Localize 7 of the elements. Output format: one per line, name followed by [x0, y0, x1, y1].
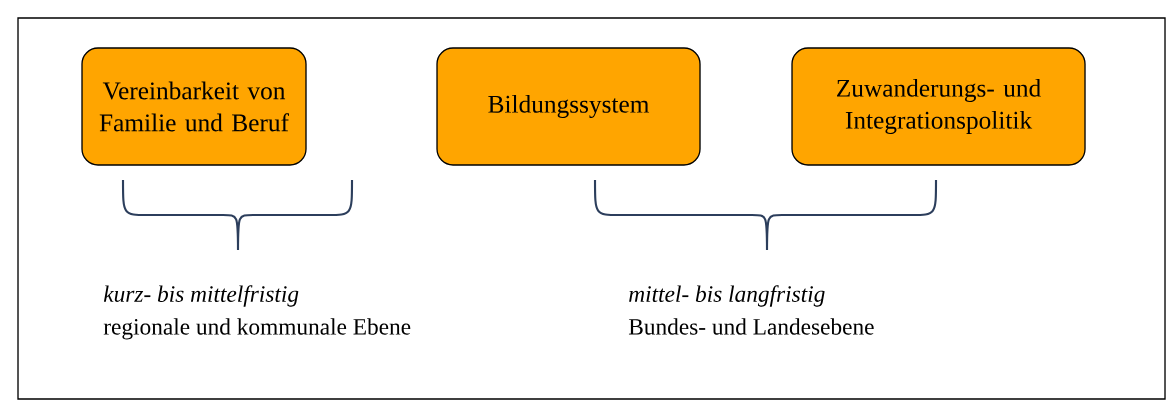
note-text: mittel- bis langfristig	[629, 285, 825, 307]
process-box: Vereinbarkeit von Familie und Beruf	[81, 47, 307, 166]
note-text: kurz- bis mittelfristig	[103, 285, 299, 307]
process-box: Bildungssystem	[436, 47, 701, 166]
note-text: Bundes- und Landesebene	[628, 318, 874, 335]
process-box: Zuwanderungs- und Integrationspolitik	[791, 47, 1086, 166]
note-text: regionale und kommunale Ebene	[103, 318, 411, 340]
